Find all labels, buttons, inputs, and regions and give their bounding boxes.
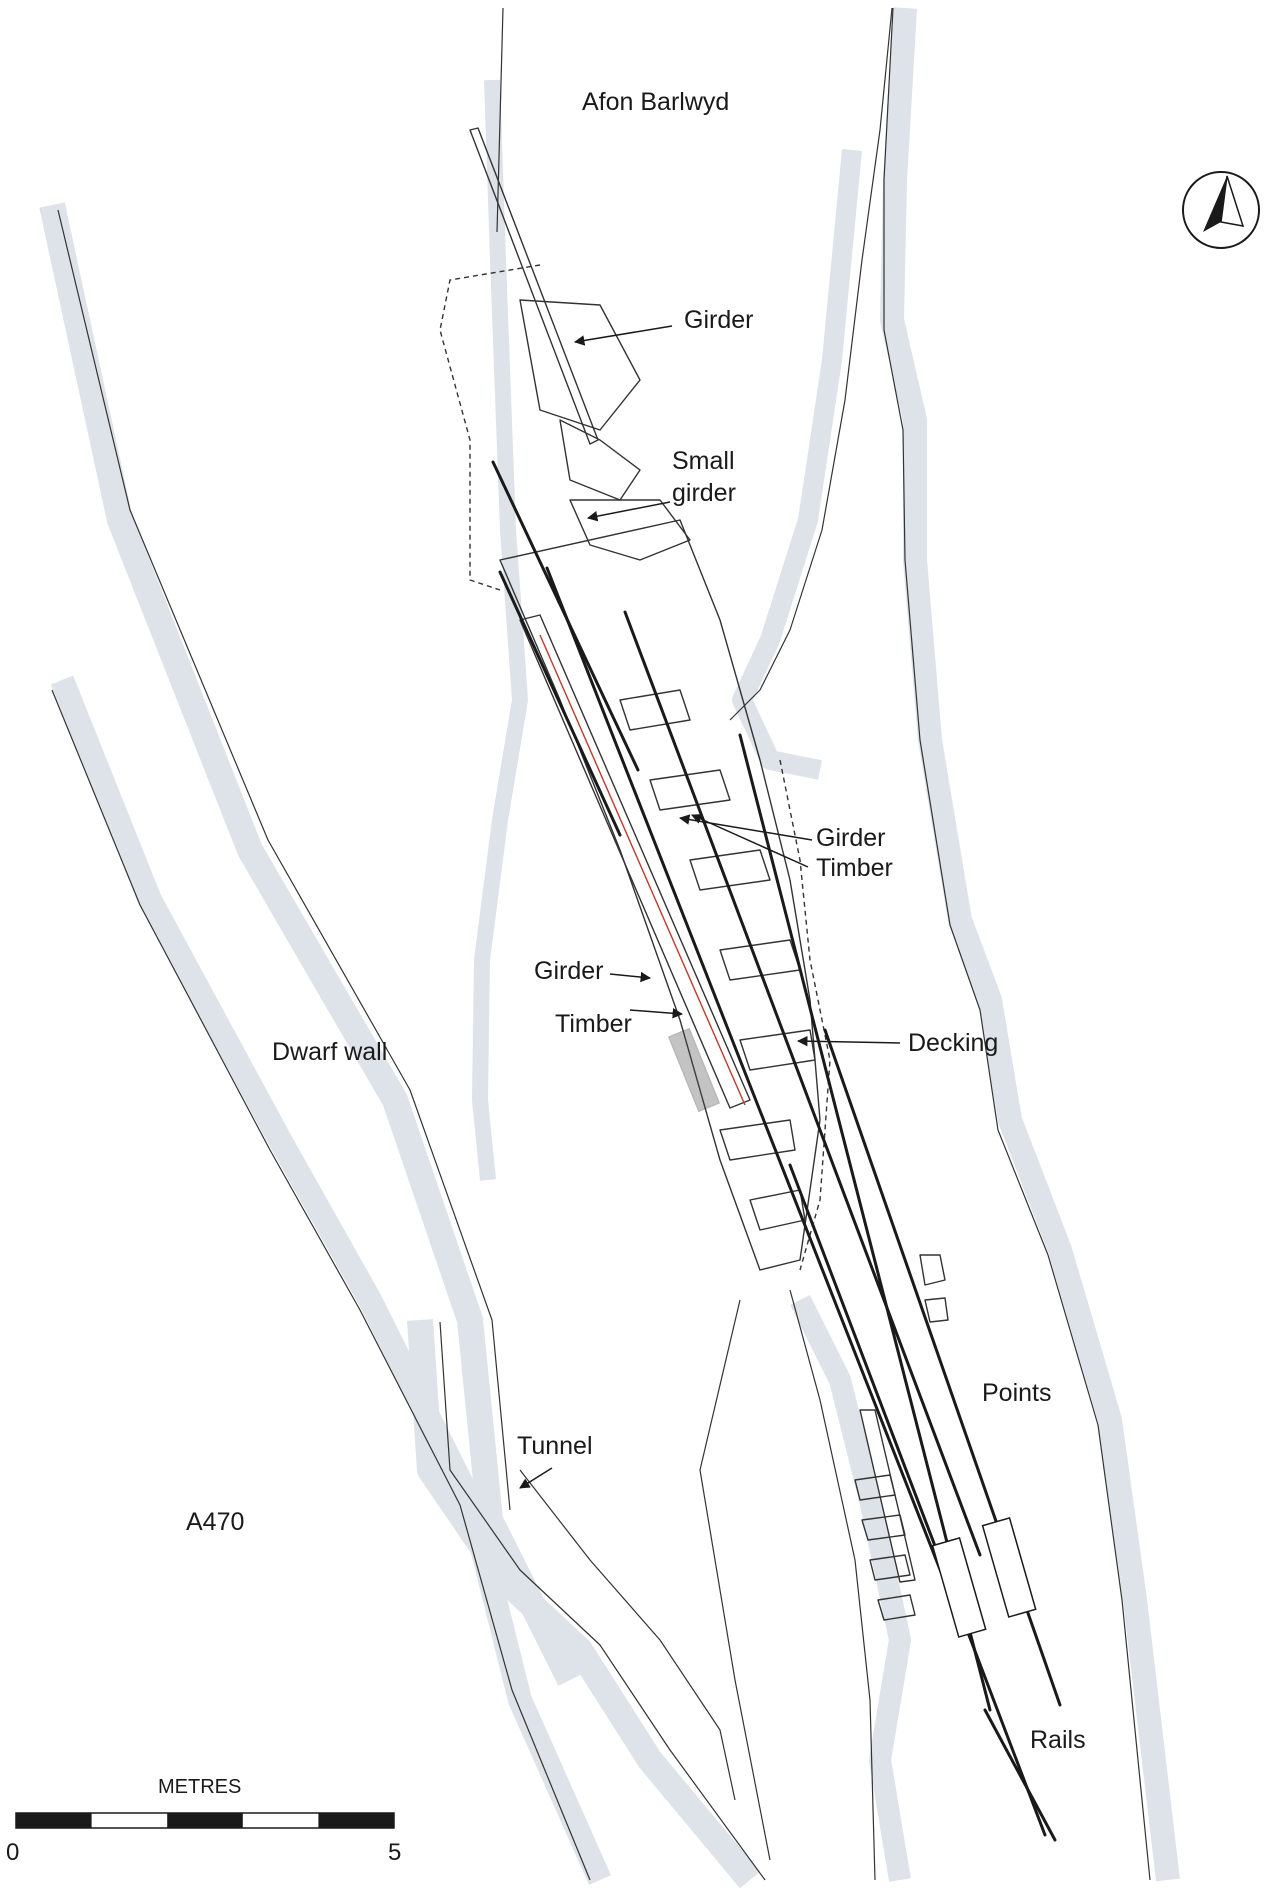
label-girder-top: Girder: [684, 306, 754, 334]
rail-3: [545, 566, 952, 1597]
arrow-timber-mid: [691, 814, 809, 868]
top-girder-strip: [469, 127, 599, 445]
decking-slat-2: [649, 769, 731, 811]
decking-slat-6: [719, 1119, 796, 1161]
arrow-tunnel: [519, 1467, 553, 1489]
arrow-timber-left: [629, 1008, 684, 1019]
label-tunnel: Tunnel: [517, 1432, 593, 1460]
label-points: Points: [982, 1379, 1052, 1407]
arrow-girder-left: [609, 971, 652, 983]
scale-bar-start: 0: [6, 1839, 20, 1866]
small-timbers-lower: [919, 1254, 949, 1323]
river-left-bank: [472, 79, 528, 1181]
arrow-small-girder: [586, 501, 671, 522]
sleeper-plate-1: [931, 1537, 987, 1638]
rail-2: [498, 570, 622, 837]
scale-segment-3: [167, 1813, 243, 1828]
decking-slat-7: [749, 1189, 806, 1231]
rail-8: [983, 1708, 1057, 1842]
dashed-outline-top: [439, 264, 541, 591]
bridge-structure: [439, 127, 949, 1621]
tunnel-outline: [519, 1469, 736, 1801]
bank-bands: [39, 7, 1180, 1889]
scale-bar-end: 5: [388, 1839, 402, 1866]
river-left-outline: [496, 7, 504, 233]
river-right-outline: [729, 7, 893, 721]
decking-slat-5: [739, 1029, 816, 1071]
label-rails: Rails: [1030, 1726, 1086, 1754]
island-outline: [699, 1299, 771, 1861]
north-arrow-light-half: [1220, 175, 1245, 227]
scale-segment-5: [318, 1813, 394, 1828]
dwarf-wall-outline: [439, 1321, 766, 1881]
timber-slats-lower: [854, 1474, 916, 1621]
label-dwarf-wall: Dwarf wall: [272, 1038, 388, 1066]
arrow-girder-top: [573, 325, 673, 346]
label-afon-barlwyd: Afon Barlwyd: [582, 88, 730, 116]
label-small-girder-line2: girder: [672, 479, 736, 507]
left-timber-strip: [519, 614, 751, 1109]
tunnel-band: [407, 1319, 760, 1889]
scale-bar-title: METRES: [158, 1776, 242, 1798]
far-right-outline: [883, 7, 1151, 1881]
label-arrows: [519, 325, 901, 1489]
timber-stack-lower: [859, 1409, 916, 1583]
sleeper-plates: [931, 1517, 1037, 1638]
dashed-outline-right: [779, 759, 831, 1271]
rail-4: [623, 610, 982, 1557]
label-timber-mid: Timber: [816, 854, 893, 882]
scale-segment-1: [16, 1813, 92, 1828]
decking-slat-1: [619, 689, 691, 731]
label-small-girder-line1: Small: [672, 447, 735, 475]
main-deck-outline: [499, 519, 821, 1271]
decking-block-3: [569, 499, 691, 561]
left-outline-a: [57, 209, 511, 1511]
north-arrow-icon: [1182, 171, 1260, 249]
label-girder-mid: Girder: [816, 824, 886, 852]
timber-hatch: [668, 1028, 720, 1112]
decking-slat-3: [689, 849, 771, 891]
decking-block-top: [519, 299, 641, 431]
bank-outlines: [51, 7, 1151, 1881]
scale-bar: [15, 1812, 395, 1829]
dwarf-wall-band: [50, 675, 611, 1885]
left-outline-b: [51, 689, 591, 1881]
lower-river-outline: [789, 1289, 876, 1881]
label-timber-left: Timber: [555, 1010, 632, 1038]
far-right-band: [880, 7, 1180, 1882]
label-decking: Decking: [908, 1029, 999, 1057]
red-centre-line: [539, 634, 746, 1106]
lower-river-band: [790, 1295, 911, 1882]
label-a470: A470: [186, 1508, 245, 1536]
river-right-bank: [732, 149, 862, 780]
rail-6: [788, 1163, 1047, 1837]
label-girder-left: Girder: [534, 957, 604, 985]
arrow-girder-mid: [678, 814, 813, 841]
decking-block-2: [559, 419, 641, 501]
arrow-decking: [796, 1035, 901, 1047]
sleeper-plate-2: [981, 1517, 1037, 1618]
